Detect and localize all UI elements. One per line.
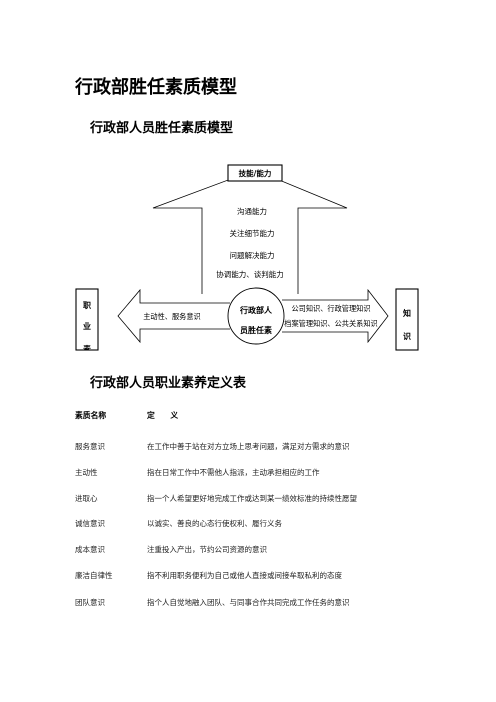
center-label-line: 员胜任素	[240, 325, 272, 335]
attitude-left-arrow	[117, 288, 230, 344]
right-arrow-label-line: 公司知识、行政管理知识	[291, 304, 370, 313]
left-arrow-label: 主动性、服务意识	[143, 312, 201, 321]
skill-item: 关注细节能力	[230, 228, 275, 238]
competency-definition: 指在日常工作中不需他人指派，主动承担相应的工作	[147, 468, 320, 477]
table-row: 成本意识 注重投入产出，节约公司资源的意识	[0, 545, 496, 555]
section-title-definition-table: 行政部人员职业素养定义表	[90, 376, 247, 391]
table-row: 服务意识 在工作中善于站在对方立场上思考问题，满足对方需求的意识	[0, 442, 496, 452]
center-circle	[227, 287, 285, 345]
competency-name: 成本意识	[75, 545, 105, 554]
competency-definition: 以诚实、善良的心态行使权利、履行义务	[147, 519, 282, 528]
competency-definition: 指个人自觉地融入团队、与同事合作共同完成工作任务的意识	[147, 598, 350, 607]
center-label-line: 行政部人	[239, 305, 273, 315]
table-row: 团队意识 指个人自觉地融入团队、与同事合作共同完成工作任务的意识	[0, 598, 496, 608]
right-arrow-label-line: 档案管理知识、公共关系知识	[284, 319, 377, 328]
table-row: 诚信意识 以诚实、善良的心态行使权利、履行义务	[0, 519, 496, 529]
box-char: 素	[83, 344, 91, 354]
competency-definition: 在工作中善于站在对方立场上思考问题，满足对方需求的意识	[147, 442, 350, 451]
table-header-row: 素质名称 定 义	[0, 411, 496, 421]
header-definition: 定 义	[147, 411, 179, 420]
competency-definition: 指不利用职务便利为自己或他人直接或间接牟取私利的态度	[147, 571, 342, 580]
knowledge-box-text: 知 识	[403, 308, 411, 341]
table-row: 廉洁自律性 指不利用职务便利为自己或他人直接或间接牟取私利的态度	[0, 571, 496, 581]
skill-item: 协调能力、谈判能力	[216, 269, 284, 279]
competency-name: 主动性	[75, 468, 98, 477]
skills-label: 技能/能力	[239, 168, 272, 178]
box-char: 业	[83, 321, 91, 331]
table-row: 进取心 指一个人希望更好地完成工作或达到某一绩效标准的持续性愿望	[0, 494, 496, 504]
competency-definition: 注重投入产出，节约公司资源的意识	[147, 545, 267, 554]
definition-table: 素质名称 定 义 服务意识 在工作中善于站在对方立场上思考问题，满足对方需求的意…	[0, 405, 496, 615]
skills-label-box	[227, 164, 283, 182]
competency-name: 团队意识	[75, 598, 105, 607]
knowledge-box	[395, 288, 419, 351]
box-char: 识	[403, 331, 411, 341]
competency-model-diagram: 技能/能力 沟通能力 关注细节能力 问题解决能力 协调能力、谈判能力 主动性、服…	[75, 164, 419, 354]
header-competency-name: 素质名称	[75, 411, 107, 420]
competency-name: 进取心	[75, 494, 98, 503]
knowledge-right-arrow	[282, 288, 389, 344]
skill-item: 问题解决能力	[230, 250, 275, 260]
competency-definition: 指一个人希望更好地完成工作或达到某一绩效标准的持续性愿望	[147, 494, 357, 503]
table-row: 主动性 指在日常工作中不需他人指派，主动承担相应的工作	[0, 468, 496, 478]
professional-quality-box-text: 职 业 素	[83, 301, 91, 354]
competency-name: 诚信意识	[75, 519, 105, 528]
box-char: 知	[403, 308, 411, 318]
professional-quality-box	[75, 288, 99, 351]
skill-item: 沟通能力	[237, 206, 267, 216]
competency-name: 服务意识	[75, 442, 105, 451]
page-title: 行政部胜任素质模型	[75, 77, 237, 98]
competency-name: 廉洁自律性	[75, 571, 113, 580]
section-title-competency-model: 行政部人员胜任素质模型	[90, 121, 234, 136]
box-char: 职	[83, 301, 91, 310]
